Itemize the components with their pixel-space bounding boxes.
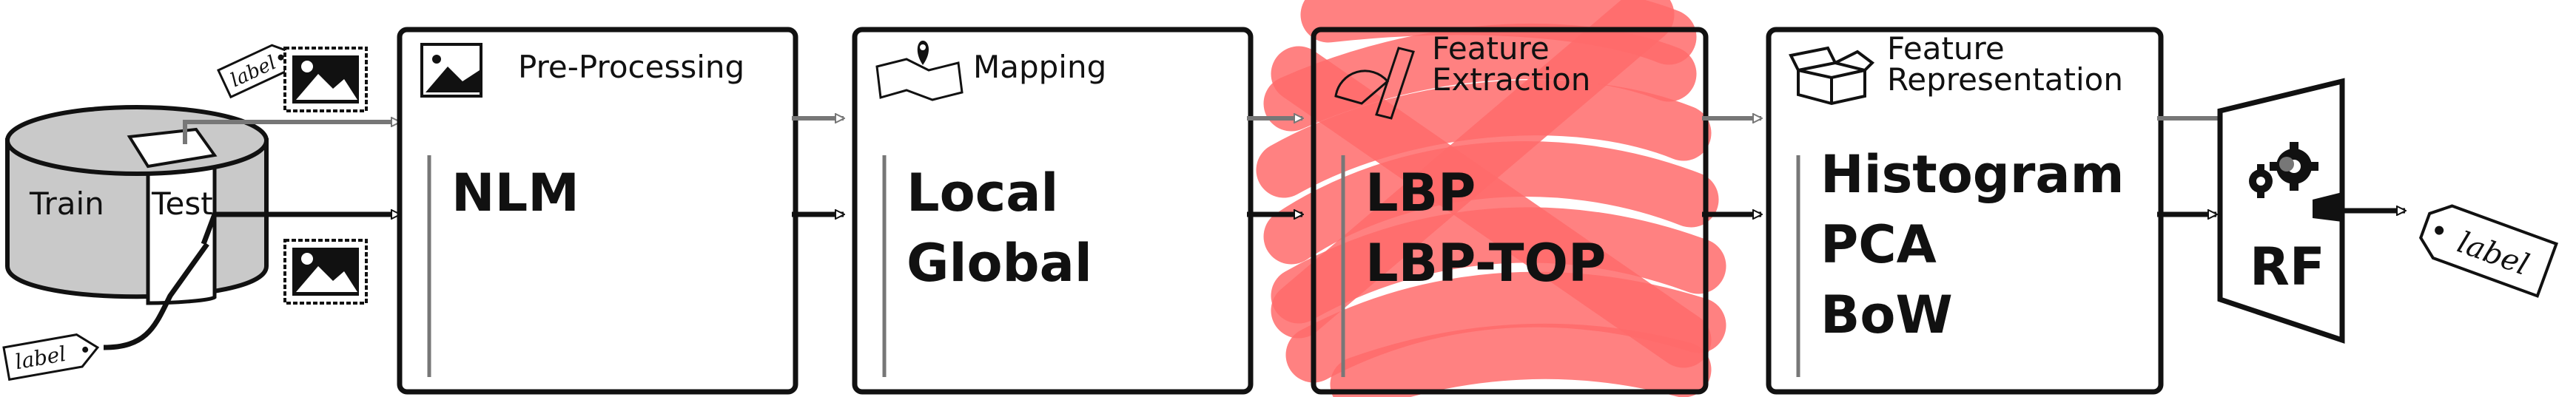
method-label: Histogram	[1820, 144, 2125, 205]
open-box-icon	[1789, 46, 1875, 106]
method-label: PCA	[1820, 214, 1937, 275]
stage-box	[1311, 27, 1709, 395]
highlight-scribble	[1256, 0, 1726, 397]
label-tag-output: label	[2418, 204, 2559, 298]
classifier-rf: RF	[2217, 78, 2345, 344]
classifier-label: RF	[2250, 237, 2325, 297]
image-icon-bottom	[283, 239, 368, 305]
label-tag-bottom: label	[2, 333, 100, 381]
train-flow-arrow	[183, 122, 400, 144]
test-flow-arrow	[201, 214, 400, 245]
stage-title-line: Mapping	[973, 49, 1106, 85]
label-flow-line	[103, 242, 209, 350]
stage-title-line: Pre-Processing	[518, 49, 744, 85]
stage-box	[397, 27, 798, 395]
train-label: Train	[29, 186, 104, 222]
method-label: Local	[907, 163, 1058, 223]
stage-title-line: Feature	[1432, 30, 1550, 67]
method-label: Global	[907, 233, 1092, 293]
stage-title-line: Extraction	[1432, 61, 1590, 98]
stage-box	[1766, 27, 2164, 395]
test-label: Test	[151, 186, 213, 222]
image-icon-top	[283, 47, 368, 112]
method-label: LBP	[1365, 163, 1476, 223]
dataset-database: Train Test	[5, 105, 269, 305]
map-pin-icon	[875, 41, 964, 101]
protractor-ruler-icon	[1334, 47, 1415, 120]
stage-title-line: Feature	[1887, 30, 2005, 67]
stage-box	[852, 27, 1254, 395]
stage-title-line: Representation	[1887, 61, 2123, 98]
image-frame-icon	[420, 43, 482, 98]
method-label: NLM	[451, 163, 579, 223]
method-label: BoW	[1820, 285, 1953, 345]
method-label: LBP-TOP	[1365, 233, 1606, 293]
